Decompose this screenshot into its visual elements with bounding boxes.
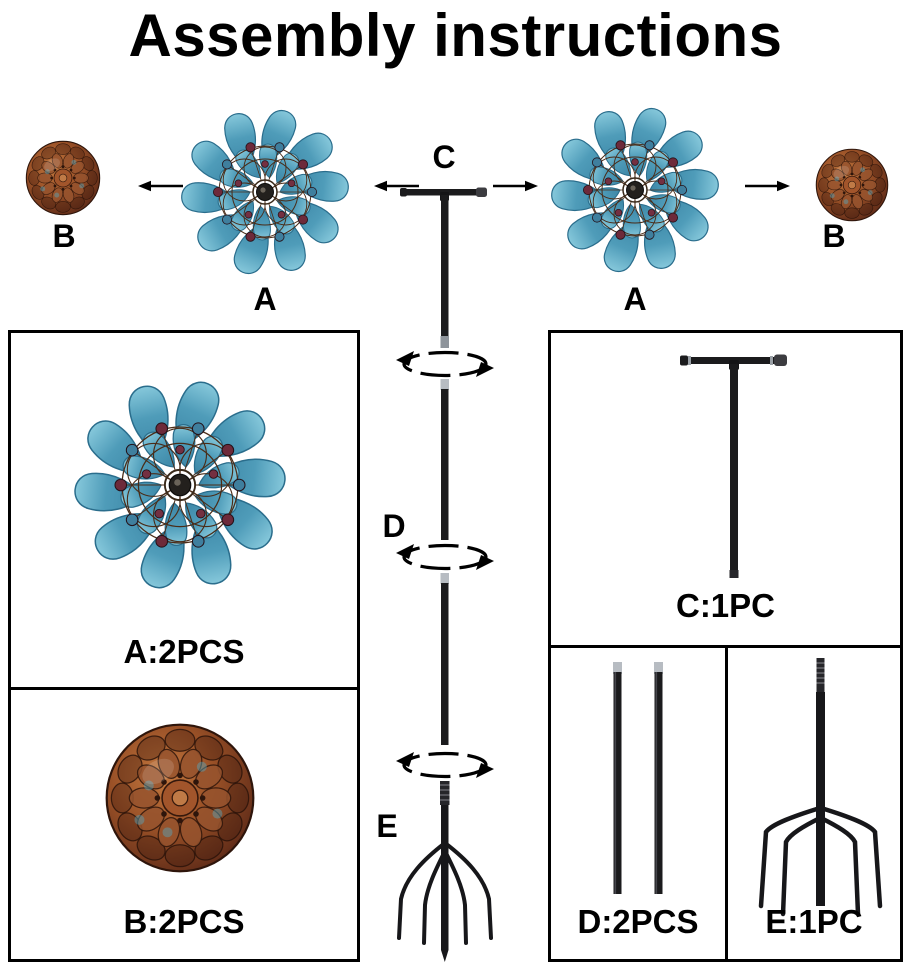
part-d-pole-segment-lower: [440, 573, 449, 745]
part-a-spinner-image-box: [74, 381, 286, 589]
part-c-label-top: C: [432, 139, 456, 175]
part-d-label-assembly: D: [382, 508, 406, 544]
parts-box-d: D:2PCS: [548, 645, 728, 962]
part-a-count-label: A:2PCS: [123, 633, 245, 670]
arrow-right-icon: [745, 180, 790, 192]
part-e-stake-image-box: [758, 658, 883, 917]
part-a-label-left: A: [253, 281, 277, 317]
part-a-spinner-image-right: [551, 107, 719, 273]
part-c-pole-top: [400, 187, 487, 348]
arrow-left-icon: [138, 180, 183, 192]
parts-box-b: B:2PCS: [8, 687, 360, 962]
parts-box-c: C:1PC: [548, 330, 903, 648]
part-c-pole-image-box: [680, 354, 787, 578]
part-b-ball-image-box: [105, 723, 255, 873]
arrow-right-icon: [493, 180, 538, 192]
rotation-arrows-icon: [396, 543, 494, 571]
part-b-ball-image-right: [815, 148, 889, 222]
part-a-label-right: A: [623, 281, 647, 317]
part-d-poles-image-box: [613, 662, 663, 894]
page-title: Assembly instructions: [128, 2, 783, 69]
part-a-spinner-image-left: [181, 109, 349, 275]
part-b-label-right: B: [822, 218, 846, 254]
part-e-ground-stake: [397, 781, 493, 962]
part-e-count-label: E:1PC: [765, 903, 863, 940]
part-b-label-left: B: [52, 218, 76, 254]
part-b-ball-image-left: [25, 140, 101, 216]
rotation-arrows-icon: [396, 350, 494, 378]
part-d-count-label: D:2PCS: [577, 903, 699, 940]
rotation-arrows-icon: [396, 751, 494, 779]
center-pole-assembly-image: [396, 187, 494, 962]
parts-box-a: A:2PCS: [8, 330, 360, 690]
part-e-label-assembly: E: [376, 808, 398, 844]
part-c-count-label: C:1PC: [675, 587, 776, 624]
part-b-count-label: B:2PCS: [123, 903, 245, 940]
arrow-left-icon: [374, 180, 419, 192]
part-d-pole-segment-upper: [440, 379, 449, 540]
parts-box-e: E:1PC: [725, 645, 903, 962]
